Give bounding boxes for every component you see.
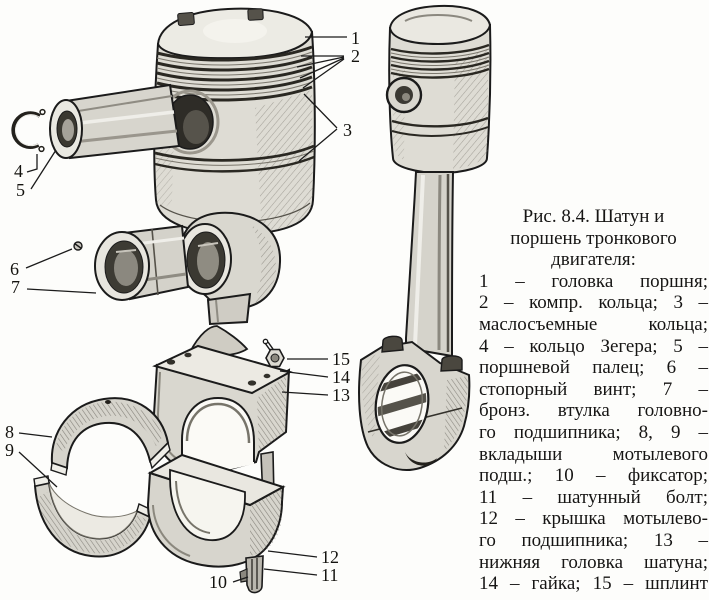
set-screw — [73, 241, 83, 251]
bearing-cap — [146, 453, 286, 594]
caption-title-line-3: двигателя: — [551, 249, 636, 271]
rod-lower-head — [152, 325, 293, 501]
rod-small-end — [178, 211, 282, 326]
leader-4 — [26, 154, 38, 173]
leader-12 — [267, 550, 318, 558]
leader-6 — [25, 248, 73, 269]
caption-legend-line-10: подш.; 10 – фиксатор; — [479, 465, 708, 487]
leader-2 — [296, 55, 345, 89]
callout-label-7: 7 — [11, 277, 20, 297]
caption-title-line-1: Рис. 8.4. Шатун и — [522, 206, 665, 227]
leader-11 — [263, 568, 318, 576]
caption-legend-line-3: маслосъемные кольца; — [479, 313, 708, 335]
bronze-bushing — [94, 224, 190, 301]
seger-ring — [11, 108, 46, 153]
caption-legend-line-11: 11 – шатунный болт; — [479, 486, 708, 508]
assembled-rod-shank — [405, 171, 455, 358]
callout-label-4: 4 — [14, 161, 23, 181]
leader-3 — [298, 93, 338, 162]
callout-label-8: 8 — [5, 422, 14, 442]
rod-bolt-tail — [245, 555, 264, 594]
leader-9 — [18, 451, 58, 488]
piston-pin — [49, 83, 181, 160]
oil-scraper-rings — [154, 144, 315, 173]
caption-legend-line-1: 1 – головка поршня; — [479, 270, 708, 292]
pin-shading — [70, 95, 178, 144]
fixator — [239, 568, 248, 583]
caption-legend-line-4: 4 – кольцо Зегера; 5 – — [479, 335, 708, 357]
callout-leader-lines — [18, 36, 347, 583]
caption-legend-line-15: 14 – гайка; 15 – шплинт — [479, 573, 708, 595]
callout-label-6: 6 — [10, 259, 19, 279]
castle-nut — [262, 338, 285, 368]
assembled-big-end — [358, 335, 471, 471]
caption-legend-line-7: бронз. втулка головно- — [479, 400, 708, 422]
bearing-shell-upper — [50, 397, 171, 476]
callout-label-13: 13 — [332, 385, 350, 405]
caption-legend-line-9: вкладыши мотылевого — [479, 443, 708, 465]
callout-labels: 1 2 3 4 5 6 7 8 9 10 11 12 13 14 15 — [5, 28, 360, 592]
caption-title-line-2: поршень тронкового — [510, 227, 677, 249]
shank-shading — [413, 174, 450, 352]
caption-legend-line-12: 12 – крышка мотылево- — [479, 508, 708, 530]
leader-10 — [232, 576, 249, 583]
assembled-view — [358, 4, 492, 471]
cotter-pin — [262, 338, 274, 351]
caption-legend-line-14: нижняя головка шатуна; — [479, 551, 708, 573]
leader-13 — [281, 391, 329, 396]
bearing-shell-lower — [33, 475, 153, 558]
callout-label-5: 5 — [16, 180, 25, 200]
rod-shank-stub — [206, 292, 252, 326]
callout-label-9: 9 — [5, 440, 14, 460]
callout-label-2: 2 — [351, 46, 360, 66]
leader-5 — [30, 149, 57, 190]
caption-legend-line-8: го подшипника; 8, 9 – — [479, 421, 708, 443]
callout-label-14: 14 — [332, 367, 350, 387]
assembled-pin-plug — [385, 76, 423, 114]
leader-7 — [26, 288, 97, 294]
assembled-ring-grooves — [390, 43, 490, 137]
caption-legend-line-13: го подшипника; 13 – — [479, 529, 708, 551]
callout-label-15: 15 — [332, 349, 350, 369]
leader-8 — [18, 432, 53, 438]
callout-label-12: 12 — [321, 547, 339, 567]
figure-caption: Рис. 8.4. Шатун и поршень тронкового дви… — [479, 206, 708, 595]
caption-legend-line-5: поршневой палец; 6 – — [479, 357, 708, 379]
callout-label-1: 1 — [351, 28, 360, 48]
caption-legend-line-2: 2 – компр. кольца; 3 – — [479, 292, 708, 314]
piston-exploded — [153, 7, 316, 236]
callout-label-10: 10 — [209, 572, 227, 592]
leader-14 — [279, 370, 329, 378]
callout-label-3: 3 — [343, 120, 352, 140]
callout-label-11: 11 — [321, 565, 338, 585]
caption-legend-line-6: стопорный винт; 7 – — [479, 378, 708, 400]
